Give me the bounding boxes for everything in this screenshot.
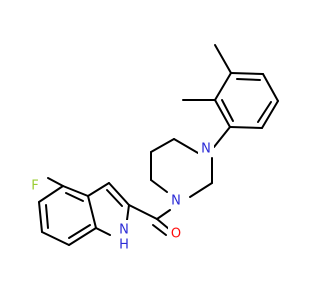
n-carbonyl-bond bbox=[156, 209, 171, 220]
fluorine-label: F bbox=[31, 179, 38, 194]
bond bbox=[87, 195, 97, 229]
double-bond-inner bbox=[236, 78, 261, 81]
bond bbox=[38, 185, 64, 203]
bond bbox=[230, 72, 264, 75]
molecule-canvas: F N N O N H bbox=[28, 44, 279, 253]
bond bbox=[150, 138, 175, 153]
double-bond-inner bbox=[45, 204, 49, 229]
atom-o: O bbox=[168, 225, 184, 242]
bond bbox=[262, 73, 279, 102]
c-f-bond bbox=[47, 177, 64, 187]
bond bbox=[173, 138, 199, 154]
dimethylphenyl-ring bbox=[214, 72, 279, 129]
bond bbox=[41, 231, 70, 246]
nitrogen-label-top: N bbox=[201, 142, 211, 157]
bond bbox=[214, 99, 231, 128]
carbonyl-indole-bond bbox=[128, 204, 158, 220]
aryl-n-bond bbox=[213, 126, 231, 148]
bond bbox=[261, 100, 279, 129]
bond bbox=[38, 201, 43, 233]
indole-pyrrole-ring bbox=[87, 182, 130, 236]
atom-nh: N H bbox=[116, 220, 132, 253]
double-bond-inner bbox=[68, 224, 91, 239]
indole-benzene-ring bbox=[38, 185, 97, 246]
nitrogen-label-bottom: N bbox=[171, 194, 181, 209]
indole-nitrogen-label: N bbox=[119, 223, 129, 238]
atom-f: F bbox=[28, 178, 42, 194]
atom-n-bottom: N bbox=[168, 192, 184, 209]
oxygen-label: O bbox=[171, 227, 181, 242]
double-bond-inner bbox=[221, 99, 234, 122]
bond bbox=[108, 182, 130, 206]
indole-hydrogen-label: H bbox=[119, 238, 129, 253]
bond bbox=[62, 185, 89, 197]
bond bbox=[68, 227, 97, 246]
double-bond-inner bbox=[106, 189, 123, 207]
bond bbox=[229, 126, 263, 129]
carbonyl-bond-second bbox=[152, 224, 167, 236]
structure-drawing: F N N O N H bbox=[28, 44, 279, 253]
double-bond-inner bbox=[65, 192, 84, 202]
piperazine-ring bbox=[150, 138, 213, 198]
bond bbox=[126, 204, 130, 221]
atom-n-top: N bbox=[198, 140, 214, 157]
carbonyl-bond bbox=[156, 218, 170, 230]
methyl-bond-top bbox=[214, 44, 232, 74]
bond bbox=[95, 227, 111, 236]
double-bond-inner bbox=[257, 101, 272, 123]
bond bbox=[214, 72, 232, 101]
bond bbox=[150, 179, 168, 193]
bond bbox=[189, 182, 213, 198]
bond bbox=[87, 182, 110, 197]
